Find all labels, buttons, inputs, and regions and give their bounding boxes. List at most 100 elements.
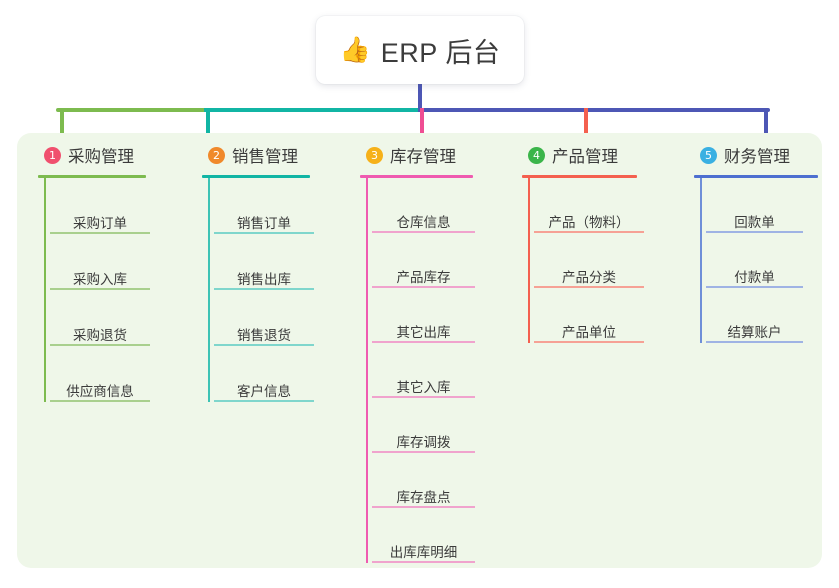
branch-item-label: 结算账户: [727, 324, 782, 340]
connector-bus-left: [58, 108, 206, 112]
branch-item-label: 库存盘点: [396, 489, 451, 505]
branch-column-1: 1 采购管理 采购订单采购入库采购退货供应商信息: [38, 142, 198, 402]
connector-bus-right: [418, 108, 764, 112]
branch-item-underline: [50, 288, 150, 290]
branch-item-label: 供应商信息: [66, 383, 134, 399]
branch-header-1[interactable]: 1 采购管理: [38, 142, 198, 168]
branch-items-4: 产品（物料） 产品分类产品单位: [522, 178, 692, 343]
branch-underline-3: [360, 175, 473, 178]
branch-underline-5: [694, 175, 818, 178]
branch-item-label: 产品库存: [396, 269, 451, 285]
branch-item-underline: [50, 344, 150, 346]
branch-spine-5: [700, 178, 702, 343]
branch-item-underline: [214, 288, 314, 290]
branch-item[interactable]: 采购入库: [50, 234, 150, 290]
branch-item[interactable]: 库存调拨: [372, 398, 475, 453]
branch-column-5: 5 财务管理 回款单付款单结算账户: [694, 142, 834, 343]
branch-item[interactable]: 产品分类: [534, 233, 644, 288]
branch-title-1: 采购管理: [68, 148, 134, 166]
branch-item-label: 采购退货: [73, 327, 127, 343]
branch-column-2: 2 销售管理 销售订单销售出库销售退货客户信息: [202, 142, 362, 402]
branch-item[interactable]: 付款单: [706, 233, 803, 288]
branch-item-label: 采购入库: [73, 271, 127, 287]
branch-item-underline: [372, 396, 475, 398]
root-connector-stem: [418, 84, 422, 110]
branch-item-underline: [372, 561, 475, 563]
branch-badge-1: 1: [44, 146, 61, 164]
branch-item[interactable]: 采购订单: [50, 178, 150, 234]
branch-item[interactable]: 仓库信息: [372, 178, 475, 233]
branch-title-4: 产品管理: [552, 148, 618, 166]
branch-item-underline: [706, 286, 803, 288]
branch-header-2[interactable]: 2 销售管理: [202, 142, 362, 168]
branch-item-underline: [214, 400, 314, 402]
branch-item[interactable]: 其它入库: [372, 343, 475, 398]
thumbs-up-icon: 👍: [339, 35, 371, 64]
branch-underline-4: [522, 175, 637, 178]
branch-item-label: 仓库信息: [396, 214, 451, 230]
branch-item-label: 出库库明细: [389, 544, 458, 560]
branch-item-label: 其它出库: [396, 324, 451, 340]
branch-underline-2: [202, 175, 310, 178]
connector-bus-middle: [204, 108, 420, 112]
branch-badge-2: 2: [208, 146, 225, 164]
branch-underline-1: [38, 175, 146, 178]
branch-title-3: 库存管理: [390, 148, 456, 166]
branch-item[interactable]: 产品（物料）: [534, 178, 644, 233]
branch-item-underline: [372, 451, 475, 453]
branch-item-label: 销售订单: [237, 215, 291, 231]
branch-spine-3: [366, 178, 368, 563]
branch-item-underline: [534, 341, 644, 343]
branch-item[interactable]: 销售订单: [214, 178, 314, 234]
branch-item-label: 销售出库: [237, 271, 291, 287]
branch-badge-5: 5: [700, 146, 717, 164]
branch-item[interactable]: 供应商信息: [50, 346, 150, 402]
branch-item-label: 销售退货: [237, 327, 291, 343]
branch-item[interactable]: 采购退货: [50, 290, 150, 346]
branch-item[interactable]: 客户信息: [214, 346, 314, 402]
branch-item[interactable]: 产品单位: [534, 288, 644, 343]
branch-item-label: 其它入库: [396, 379, 451, 395]
branch-item-underline: [372, 231, 475, 233]
diagram-panel: [17, 133, 822, 568]
root-node-title: ERP 后台: [380, 37, 501, 68]
branch-item-label: 库存调拨: [396, 434, 451, 450]
branch-item[interactable]: 销售退货: [214, 290, 314, 346]
branch-item-underline: [706, 231, 803, 233]
branch-badge-4: 4: [528, 146, 545, 164]
branch-header-5[interactable]: 5 财务管理: [694, 142, 834, 168]
branch-item-label: 付款单: [734, 269, 775, 285]
root-node-card[interactable]: 👍 ERP 后台: [316, 16, 524, 84]
branch-item-underline: [50, 400, 150, 402]
branch-item-underline: [372, 506, 475, 508]
branch-item[interactable]: 产品库存: [372, 233, 475, 288]
branch-item[interactable]: 结算账户: [706, 288, 803, 343]
branch-item-label: 客户信息: [237, 383, 291, 399]
branch-items-3: 仓库信息产品库存其它出库其它入库库存调拨库存盘点出库库明细: [360, 178, 520, 563]
branch-items-2: 销售订单销售出库销售退货客户信息: [202, 178, 362, 402]
branch-item-label: 产品单位: [562, 324, 616, 340]
branch-item-label: 回款单: [734, 214, 775, 230]
branch-item-underline: [372, 341, 475, 343]
branch-title-2: 销售管理: [232, 148, 298, 166]
branch-item-underline: [706, 341, 803, 343]
branch-badge-3: 3: [366, 146, 383, 164]
branch-spine-4: [528, 178, 530, 343]
branch-items-5: 回款单付款单结算账户: [694, 178, 834, 343]
branch-column-3: 3 库存管理 仓库信息产品库存其它出库其它入库库存调拨库存盘点出库库明细: [360, 142, 520, 563]
branch-item-label: 采购订单: [73, 215, 127, 231]
branch-item-underline: [534, 231, 644, 233]
branch-item[interactable]: 出库库明细: [372, 508, 475, 563]
branch-items-1: 采购订单采购入库采购退货供应商信息: [38, 178, 198, 402]
branch-item[interactable]: 库存盘点: [372, 453, 475, 508]
branch-item-label: 产品（物料）: [548, 214, 630, 230]
branch-item[interactable]: 销售出库: [214, 234, 314, 290]
branch-item-underline: [534, 286, 644, 288]
branch-item[interactable]: 回款单: [706, 178, 803, 233]
branch-item[interactable]: 其它出库: [372, 288, 475, 343]
branch-title-5: 财务管理: [724, 148, 790, 166]
branch-header-4[interactable]: 4 产品管理: [522, 142, 692, 168]
branch-item-underline: [372, 286, 475, 288]
branch-header-3[interactable]: 3 库存管理: [360, 142, 520, 168]
branch-spine-2: [208, 178, 210, 402]
